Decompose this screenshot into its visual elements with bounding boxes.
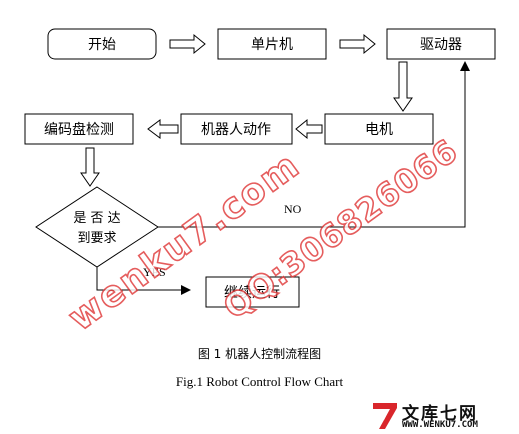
- node-start: 开始: [47, 28, 157, 60]
- node-mcu: 单片机: [217, 28, 327, 60]
- node-motor: 电机: [324, 113, 434, 145]
- node-continue: 继续运行: [205, 276, 300, 308]
- logo-seven-icon: [373, 403, 397, 429]
- hollow-arrow-mcu-to-driver: [339, 33, 376, 55]
- node-driver: 驱动器: [386, 28, 496, 60]
- hollow-arrow-driver-to-motor: [393, 61, 413, 112]
- node-robot-action-label: 机器人动作: [201, 122, 271, 138]
- node-continue-label: 继续运行: [224, 284, 280, 301]
- hollow-arrow-start-to-mcu: [169, 33, 206, 55]
- node-mcu-label: 单片机: [251, 37, 293, 53]
- yes-line: [96, 267, 191, 295]
- node-driver-label: 驱动器: [420, 37, 462, 53]
- decision-label-line1: 是 否 达: [73, 211, 120, 226]
- node-motor-label: 电机: [365, 122, 393, 138]
- watermark-text-2: QQ:306826066: [216, 131, 465, 326]
- figure-caption-english: Fig.1 Robot Control Flow Chart: [175, 374, 344, 389]
- logo-name: 文库七网: [402, 404, 478, 424]
- site-logo[interactable]: 文库七网 WWW.WENKU7.COM: [368, 398, 518, 434]
- hollow-arrow-motor-to-robot-action: [295, 118, 323, 140]
- node-start-label: 开始: [88, 37, 116, 53]
- no-label: NO: [284, 202, 302, 216]
- decision-label-line2: 到要求: [77, 231, 116, 246]
- hollow-arrow-encoder-to-decision: [80, 147, 100, 187]
- node-robot-action: 机器人动作: [180, 113, 293, 145]
- decision-diamond: 是 否 达 到要求: [35, 186, 159, 268]
- node-encoder: 编码盘检测: [24, 113, 134, 145]
- yes-label: YES: [143, 265, 166, 279]
- hollow-arrow-robot-action-to-encoder: [147, 119, 179, 139]
- logo-url: WWW.WENKU7.COM: [402, 420, 478, 430]
- node-encoder-label: 编码盘检测: [44, 121, 114, 138]
- figure-caption-chinese: 图 1 机器人控制流程图: [197, 347, 322, 361]
- no-feedback-line: [158, 61, 470, 228]
